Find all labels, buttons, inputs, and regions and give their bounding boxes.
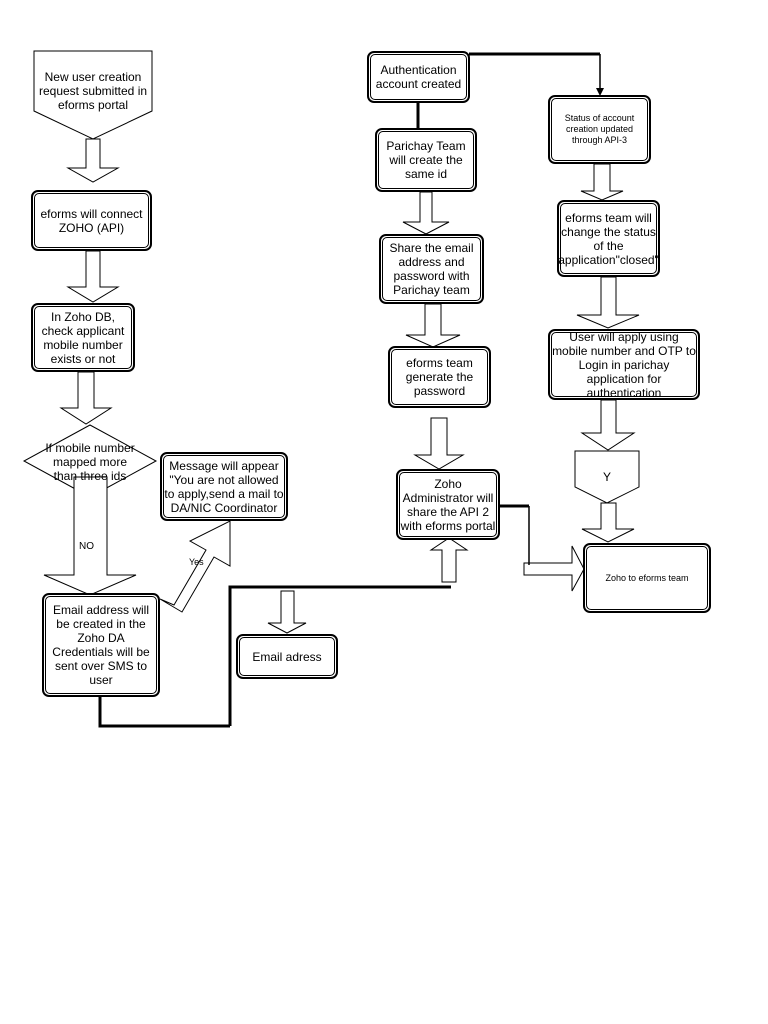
arrow-yes bbox=[159, 520, 231, 613]
arrow-down bbox=[402, 191, 450, 235]
edge-label-yes: Yes bbox=[189, 557, 204, 567]
arrow-up bbox=[429, 537, 469, 583]
node-auth-account-created: Authentication account created bbox=[367, 51, 470, 103]
arrowhead bbox=[596, 88, 604, 96]
arrow-down bbox=[576, 276, 640, 329]
connector-line bbox=[98, 697, 230, 728]
node-email-address: Email adress bbox=[236, 634, 338, 679]
node-eforms-generate-password: eforms team generate the password bbox=[388, 346, 491, 408]
arrow-down bbox=[413, 417, 465, 470]
y-pentagon-shape bbox=[574, 450, 640, 504]
arrow-right bbox=[523, 545, 585, 592]
decision-mobile-mapped: If mobile number mapped more than three … bbox=[45, 441, 135, 483]
arrow-down bbox=[580, 399, 636, 451]
node-email-created: Email address will be created in the Zoh… bbox=[42, 593, 160, 697]
node-parichay-create-id: Parichay Team will create the same id bbox=[375, 128, 477, 192]
arrow-down bbox=[59, 371, 113, 425]
arrow-down bbox=[43, 476, 137, 596]
node-eforms-connect-zoho: eforms will connect ZOHO (API) bbox=[31, 190, 152, 251]
node-message-not-allowed: Message will appear "You are not allowed… bbox=[160, 452, 288, 521]
node-zoho-to-eforms: Zoho to eforms team bbox=[583, 543, 711, 613]
node-share-email-password: Share the email address and password wit… bbox=[379, 234, 484, 304]
edge-label-no: NO bbox=[79, 541, 94, 552]
node-user-apply-mobile-otp: User will apply using mobile number and … bbox=[548, 329, 700, 400]
arrow-down bbox=[405, 303, 461, 348]
arrow-down bbox=[581, 502, 635, 543]
node-status-updated-api3: Status of account creation updated throu… bbox=[548, 95, 651, 164]
arrow-down bbox=[66, 138, 120, 183]
start-pentagon-shape bbox=[33, 50, 153, 140]
node-new-user-request: New user creation request submitted in e… bbox=[38, 70, 148, 112]
arrow-down bbox=[66, 250, 120, 303]
node-zoho-admin-share-api2: Zoho Administrator will share the API 2 … bbox=[396, 469, 500, 540]
node-y-pentagon: Y bbox=[602, 470, 611, 484]
connector-line bbox=[228, 585, 451, 726]
arrow-down bbox=[580, 163, 624, 201]
node-check-mobile: In Zoho DB, check applicant mobile numbe… bbox=[31, 303, 135, 372]
arrow-down bbox=[267, 590, 307, 634]
node-eforms-change-status: eforms team will change the status of th… bbox=[557, 200, 660, 277]
